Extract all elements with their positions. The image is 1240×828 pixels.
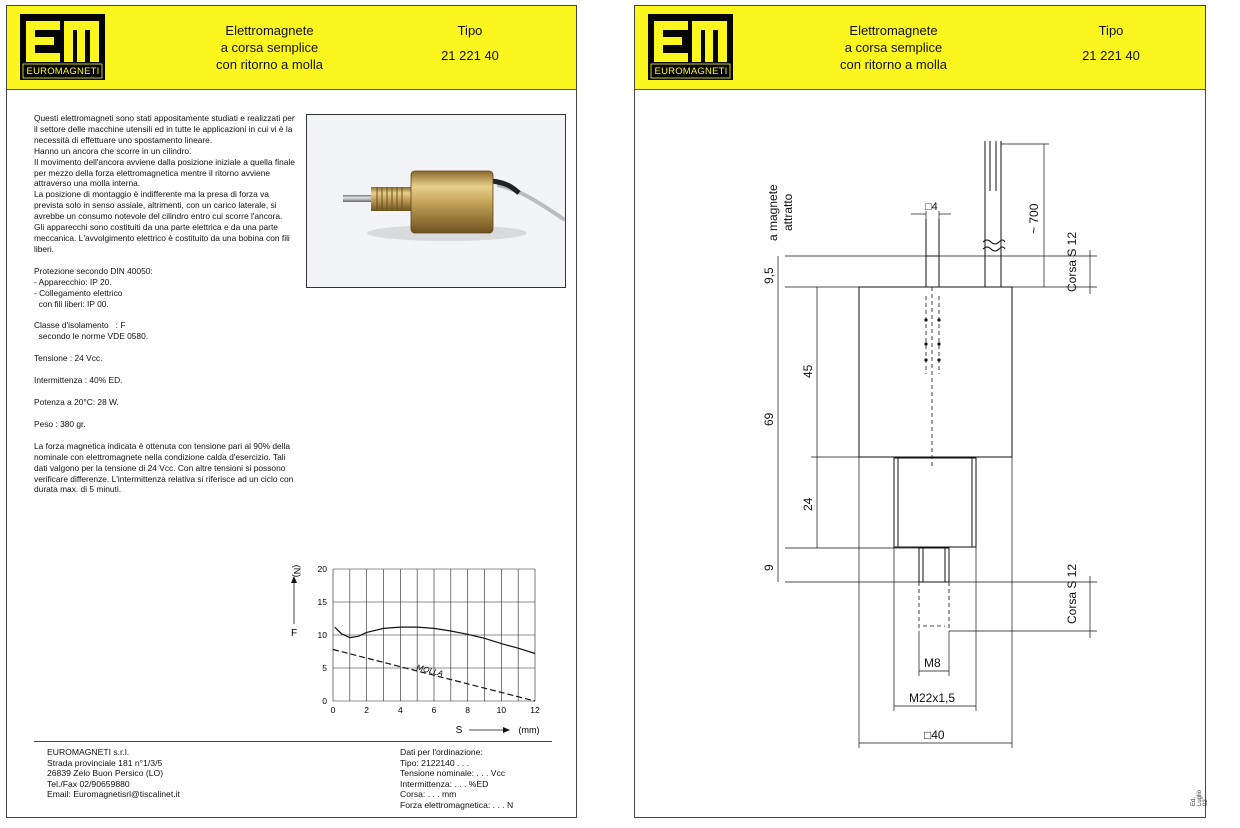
revision-stamp: Ed. Luglio 02 [1191, 789, 1209, 806]
x-tick-label: 0 [331, 705, 336, 715]
chart-grid [332, 568, 536, 702]
order-line: Corsa: . . . mm [400, 789, 457, 800]
description-paragraph: La posizione di montaggio è indifferente… [34, 189, 283, 222]
type-value: 21 221 40 [441, 48, 499, 63]
title-line: Elettromagnete [849, 23, 938, 38]
label-magnet: a magnete [766, 184, 780, 241]
spec-insulation: secondo le norme VDE 0580. [34, 331, 149, 342]
title-line: a corsa semplice [844, 40, 943, 55]
address-line: Email: Euromagnetisrl@tiscalinet.it [47, 789, 180, 800]
dim-plunger-square: □4 [925, 201, 938, 213]
y-axis-label: F [291, 628, 297, 639]
company-address: EUROMAGNETI s.r.l. Strada provinciale 18… [47, 747, 180, 800]
dim-m8: M8 [924, 656, 941, 670]
spec-protection: Protezione secondo DIN 40050: [34, 265, 153, 276]
y-tick-label: 5 [322, 663, 327, 673]
spec-power: Potenza a 20°C: 28 W. [34, 397, 119, 408]
product-photo [306, 114, 566, 288]
order-line: Dati per l'ordinazione: [400, 747, 483, 757]
order-info: Dati per l'ordinazione: Tipo: 2122140 . … [400, 747, 513, 811]
spring-force-line [332, 648, 536, 702]
y-tick-label: 20 [318, 564, 328, 574]
spec-weight: Peso : 380 gr. [34, 418, 86, 429]
type-block: Tipo 21 221 40 [430, 22, 510, 64]
dim-45: 45 [801, 364, 815, 378]
datasheet-page-1: EUROMAGNETI Elettromagnete a corsa sempl… [6, 5, 577, 818]
x-axis-arrowhead [503, 727, 510, 733]
spec-insulation: Classe d'isolamento : F [34, 320, 126, 331]
dim-m22: M22x1,5 [909, 691, 955, 705]
x-tick-label: 2 [364, 705, 369, 715]
spec-duty-cycle: Intermittenza : 40% ED. [34, 375, 123, 386]
y-tick-label: 0 [322, 696, 327, 706]
type-block: Tipo 21 221 40 [1071, 22, 1151, 64]
dim-body-square: □40 [924, 728, 945, 742]
dim-stroke-top: Corsa S 12 [1065, 232, 1079, 292]
molla-series-label: MOLLA [416, 663, 445, 678]
title-line: con ritorno a molla [216, 57, 323, 72]
magnetic-force-curve [334, 626, 536, 655]
dimension-drawing: a magnete attratto □4 ~ 700 Corsa S 12 9… [762, 141, 1097, 748]
datasheet-page-2: EUROMAGNETI Elettromagnete a corsa sempl… [634, 5, 1209, 818]
y-tick-label: 15 [318, 597, 328, 607]
x-tick-label: 12 [530, 705, 540, 715]
title-line: a corsa semplice [220, 40, 319, 55]
spec-protection: con fili liberi: IP 00. [34, 298, 109, 309]
x-tick-label: 10 [497, 705, 507, 715]
product-title: Elettromagnete a corsa semplice con rito… [811, 22, 976, 73]
description-paragraph: Questi elettromagneti sono stati apposit… [34, 113, 295, 145]
x-tick-label: 6 [432, 705, 437, 715]
chart-series [332, 626, 536, 702]
title-line: Elettromagnete [225, 23, 314, 38]
page-header: EUROMAGNETI Elettromagnete a corsa sempl… [635, 6, 1205, 90]
dim-cable-length: ~ 700 [1027, 203, 1041, 234]
address-line: Tel./Fax 02/90659880 [47, 778, 130, 789]
page-header: EUROMAGNETI Elettromagnete a corsa sempl… [7, 6, 576, 90]
address-line: 26839 Zelo Buon Persico (LO) [47, 768, 164, 779]
x-tick-label: 8 [465, 705, 470, 715]
x-axis-label: S [456, 725, 463, 736]
order-line: Tipo: 2122140 . . . [400, 757, 469, 768]
dim-stroke-bottom: Corsa S 12 [1065, 564, 1079, 624]
euromagneti-logo: EUROMAGNETI [648, 14, 733, 80]
euromagneti-logo: EUROMAGNETI [20, 14, 105, 80]
description-paragraph: Gli apparecchi sono costituiti da una pa… [34, 222, 290, 254]
y-tick-label: 10 [318, 630, 328, 640]
title-line: con ritorno a molla [840, 57, 947, 72]
logo-brand-name: EUROMAGNETI [654, 66, 728, 77]
type-value: 21 221 40 [1082, 48, 1140, 63]
x-axis-unit: (mm) [519, 725, 540, 735]
x-tick-label: 4 [398, 705, 403, 715]
force-note: La forza magnetica indicata è ottenuta c… [34, 440, 294, 495]
order-line: Intermittenza: . . . %ED [400, 778, 489, 789]
spec-protection: - Apparecchio: IP 20. [34, 276, 112, 287]
address-line: Strada provinciale 181 n°1/3/5 [47, 757, 163, 768]
footer-divider [34, 741, 552, 742]
dim-9-5: 9,5 [762, 267, 776, 284]
force-stroke-chart: 0 2 4 6 8 10 12 0 5 10 15 20 F (N) S (mm) MOLLA [291, 564, 540, 736]
description-paragraph: Hanno un ancora che scorre in un cilindr… [34, 145, 192, 156]
spec-protection: - Collegamento elettrico [34, 287, 123, 298]
type-label: Tipo [457, 23, 483, 38]
spec-voltage: Tensione : 24 Vcc. [34, 353, 103, 364]
order-line: Forza elettromagnetica: . . . N [400, 799, 514, 810]
y-axis-arrowhead [291, 576, 297, 583]
logo-brand-name: EUROMAGNETI [26, 66, 100, 77]
y-axis-unit: (N) [292, 565, 302, 578]
description-paragraph: Il movimento dell'ancora avviene dalla p… [34, 156, 295, 189]
chart-ticks: 0 2 4 6 8 10 12 0 5 10 15 20 [318, 564, 540, 715]
type-label: Tipo [1098, 23, 1124, 38]
description-text: Questi elettromagneti sono stati apposit… [34, 113, 299, 495]
label-attracted: attratto [781, 193, 795, 231]
dim-9: 9 [762, 564, 776, 571]
dim-69: 69 [762, 412, 776, 426]
address-line: EUROMAGNETI s.r.l. [47, 747, 130, 757]
dim-24: 24 [801, 497, 815, 511]
order-line: Tensione nominale: . . . Vcc [400, 768, 506, 779]
product-title: Elettromagnete a corsa semplice con rito… [187, 22, 352, 73]
